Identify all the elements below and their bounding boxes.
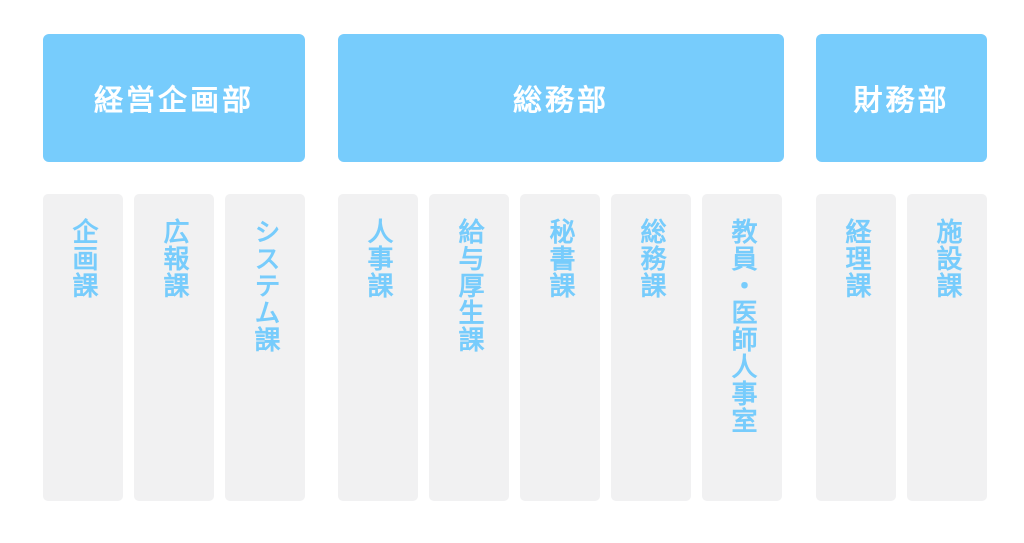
section-box: 広報課 (134, 194, 214, 501)
department-label: 経営企画部 (93, 83, 254, 117)
section-label: システム課 (250, 218, 280, 353)
section-label: 人事課 (363, 218, 393, 299)
section-box: 秘書課 (520, 194, 600, 501)
department-box-finance: 財務部 (816, 34, 987, 162)
section-box: 総務課 (611, 194, 691, 501)
section-label: 教員・医師人事室 (727, 218, 757, 434)
section-label: 秘書課 (545, 218, 575, 299)
department-label: 財務部 (853, 83, 950, 117)
section-label: 総務課 (636, 218, 666, 299)
section-box: システム課 (225, 194, 305, 501)
section-box: 教員・医師人事室 (702, 194, 782, 501)
department-label: 総務部 (512, 83, 609, 117)
department-box-management-planning: 経営企画部 (43, 34, 305, 162)
section-label: 給与厚生課 (454, 218, 484, 353)
section-box: 経理課 (816, 194, 896, 501)
section-box: 施設課 (907, 194, 987, 501)
section-box: 給与厚生課 (429, 194, 509, 501)
section-label: 企画課 (68, 218, 98, 299)
section-box: 企画課 (43, 194, 123, 501)
section-label: 施設課 (932, 218, 962, 299)
department-box-general-affairs: 総務部 (338, 34, 784, 162)
section-box: 人事課 (338, 194, 418, 501)
section-label: 経理課 (841, 218, 871, 299)
section-label: 広報課 (159, 218, 189, 299)
